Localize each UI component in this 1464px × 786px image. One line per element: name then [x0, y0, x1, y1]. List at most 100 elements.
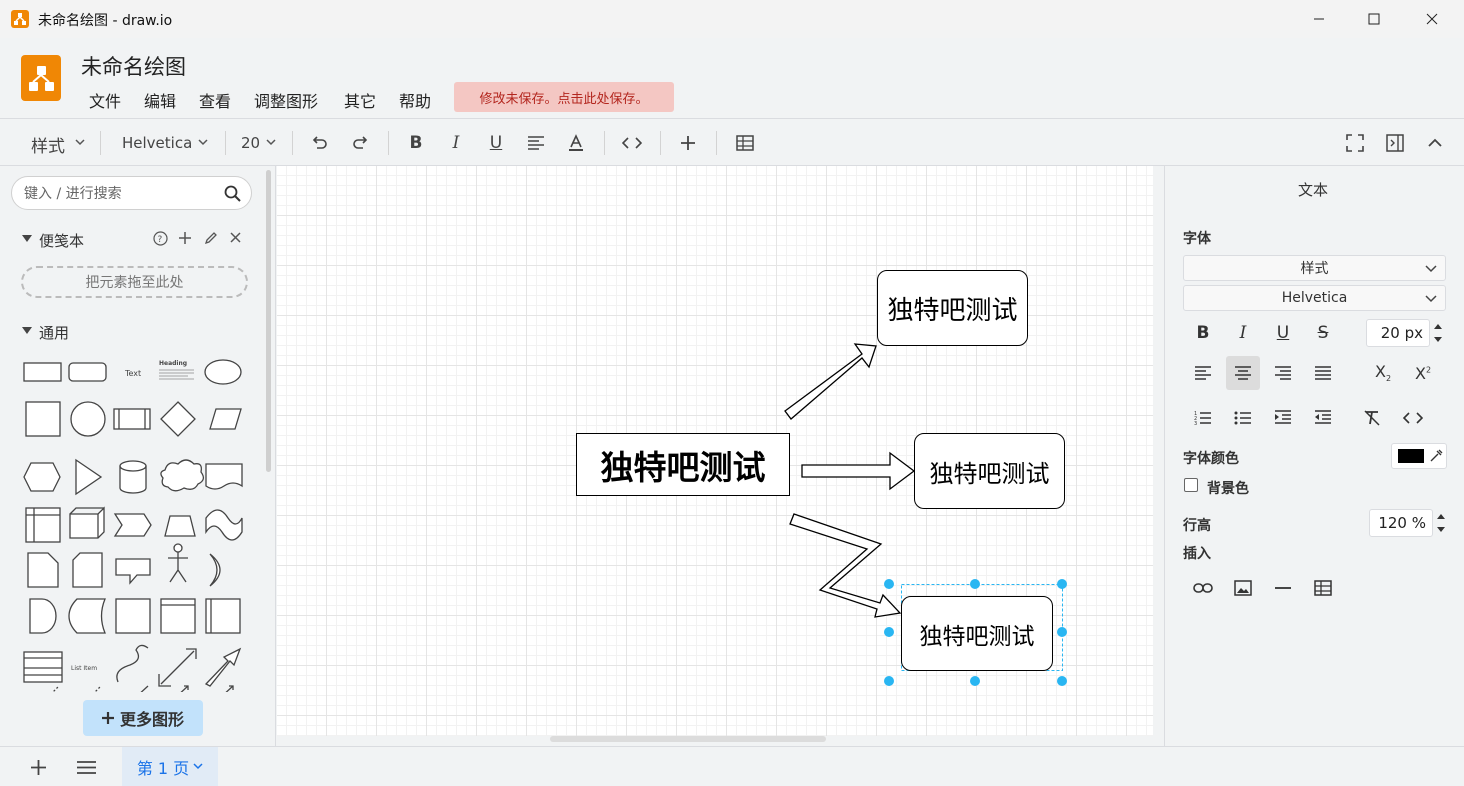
strikethrough-button[interactable]: S [1317, 323, 1329, 343]
insert-horizontal-rule-icon[interactable] [1266, 571, 1300, 605]
scratchpad-heading[interactable]: 便笺本 [39, 232, 85, 250]
indent-icon[interactable] [1266, 401, 1300, 435]
page-tab[interactable]: 第 1 页 [122, 747, 218, 786]
general-shapes-palette[interactable]: Text Heading List Item [18, 352, 254, 692]
toolbar-divider [388, 131, 389, 155]
sidebar-scrollbar[interactable] [266, 170, 271, 472]
close-window-button[interactable] [1409, 0, 1455, 38]
diagram-node-center[interactable]: 独特吧测试 [576, 433, 790, 496]
justify-button[interactable] [1306, 356, 1340, 390]
window-title: 未命名绘图 - draw.io [38, 13, 173, 29]
bold-icon[interactable]: B [409, 133, 423, 153]
collapse-triangle-icon[interactable] [22, 327, 32, 335]
code-icon[interactable] [620, 131, 644, 155]
diagram-canvas[interactable]: 独特吧测试 独特吧测试 独特吧测试 独特吧测试 [277, 166, 1153, 736]
pages-menu-icon[interactable] [77, 761, 96, 774]
toolbar-divider [292, 131, 293, 155]
line-height-input[interactable]: 120 % [1369, 509, 1433, 537]
italic-button[interactable]: I [1239, 323, 1247, 343]
svg-text:2: 2 [1194, 416, 1197, 422]
collapse-triangle-icon[interactable] [22, 235, 32, 243]
block-arrow-up-right [784, 343, 877, 420]
unsaved-changes-notice[interactable]: 修改未保存。点击此处保存。 [454, 82, 674, 112]
minimize-button[interactable] [1296, 0, 1342, 38]
align-center-button[interactable] [1226, 356, 1260, 390]
edit-pencil-icon[interactable] [204, 231, 218, 245]
close-icon[interactable] [230, 232, 241, 243]
toolbar-divider [716, 131, 717, 155]
block-arrow-right [801, 451, 916, 491]
menu-extras[interactable]: 其它 [344, 92, 377, 111]
shape-search-input[interactable] [24, 184, 214, 204]
help-icon[interactable]: ? [153, 231, 168, 246]
plus-icon [101, 712, 114, 724]
font-color-label: 字体颜色 [1183, 451, 1239, 467]
insert-plus-icon[interactable] [676, 131, 700, 155]
diagram-node-right[interactable]: 独特吧测试 [914, 433, 1065, 509]
underline-icon[interactable]: U [489, 133, 503, 153]
undo-icon[interactable] [308, 131, 332, 155]
chevron-down-icon [1425, 295, 1437, 303]
canvas-horizontal-scrollbar[interactable] [550, 736, 826, 742]
italic-icon[interactable]: I [452, 133, 460, 153]
font-color-icon[interactable] [564, 131, 588, 155]
format-panel: 文本 字体 样式 Helvetica B I U S 20 px X2 X2 1… [1164, 166, 1464, 746]
shape-text-label: Text [124, 369, 141, 378]
diagram-node-top[interactable]: 独特吧测试 [877, 270, 1028, 346]
background-color-checkbox[interactable] [1184, 478, 1198, 492]
font-size-input[interactable]: 20 px [1366, 319, 1430, 347]
font-family-select[interactable]: Helvetica [1183, 285, 1446, 311]
superscript-button[interactable]: X2 [1414, 363, 1432, 383]
table-icon[interactable] [733, 131, 757, 155]
clear-formatting-icon[interactable] [1355, 401, 1389, 435]
menu-help[interactable]: 帮助 [399, 92, 432, 111]
fullscreen-icon[interactable] [1343, 131, 1367, 155]
diagram-node-selected[interactable]: 独特吧测试 [901, 596, 1053, 671]
insert-image-icon[interactable] [1226, 571, 1260, 605]
outdent-icon[interactable] [1306, 401, 1340, 435]
format-panel-toggle-icon[interactable] [1383, 131, 1407, 155]
bullet-list-icon[interactable] [1226, 401, 1260, 435]
general-shapes-heading[interactable]: 通用 [39, 324, 70, 342]
font-size-stepper-icon[interactable] [1432, 320, 1444, 346]
bold-button[interactable]: B [1196, 323, 1210, 343]
font-color-picker[interactable] [1391, 443, 1447, 469]
font-color-swatch [1398, 449, 1424, 463]
add-icon[interactable] [179, 232, 191, 244]
shape-heading-label: Heading [159, 360, 187, 367]
document-title[interactable]: 未命名绘图 [81, 55, 186, 79]
zigzag-arrow [789, 513, 902, 618]
insert-table-icon[interactable] [1306, 571, 1340, 605]
more-shapes-button[interactable]: 更多图形 [83, 700, 203, 736]
search-icon[interactable] [224, 185, 241, 202]
chevron-down-icon [198, 138, 208, 146]
chevron-down-icon [266, 138, 276, 146]
font-style-select[interactable]: 样式 [1183, 255, 1446, 281]
menu-edit[interactable]: 编辑 [144, 92, 177, 111]
scratchpad-dropzone[interactable]: 把元素拖至此处 [21, 266, 248, 298]
insert-link-icon[interactable] [1186, 571, 1220, 605]
align-left-button[interactable] [1186, 356, 1220, 390]
drawio-logo-icon [21, 55, 61, 101]
redo-icon[interactable] [348, 131, 372, 155]
menu-file[interactable]: 文件 [89, 92, 122, 111]
tab-text[interactable]: 文本 [1298, 181, 1329, 199]
html-code-icon[interactable] [1396, 401, 1430, 435]
underline-button[interactable]: U [1276, 323, 1290, 343]
font-family-dropdown[interactable]: Helvetica [122, 134, 193, 152]
svg-text:1: 1 [1194, 411, 1197, 417]
add-page-icon[interactable] [31, 760, 46, 775]
canvas-vertical-scrollbar[interactable] [1153, 166, 1163, 746]
style-dropdown[interactable]: 样式 [31, 137, 65, 157]
menu-arrange[interactable]: 调整图形 [254, 92, 319, 111]
maximize-button[interactable] [1351, 0, 1397, 38]
toolbar-divider [100, 131, 101, 155]
align-icon[interactable] [524, 131, 548, 155]
align-right-button[interactable] [1266, 356, 1300, 390]
menu-view[interactable]: 查看 [199, 92, 232, 111]
font-size-dropdown[interactable]: 20 [241, 134, 261, 152]
line-height-stepper-icon[interactable] [1435, 510, 1447, 536]
subscript-button[interactable]: X2 [1374, 362, 1392, 384]
collapse-chevron-up-icon[interactable] [1423, 131, 1447, 155]
